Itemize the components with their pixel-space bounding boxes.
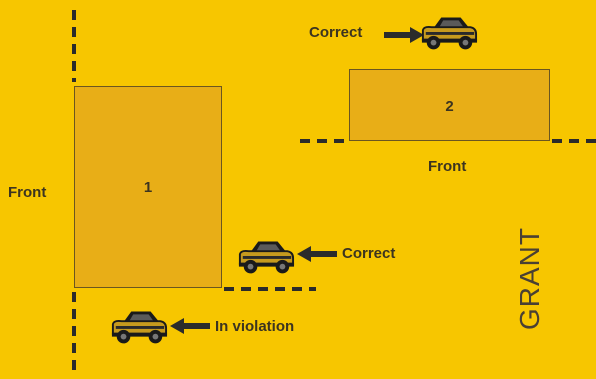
- correct-label-middle: Correct: [342, 245, 396, 262]
- lot-1-line-right: [224, 287, 316, 291]
- front-label-lot-1: Front: [8, 184, 47, 201]
- lot-2-line-right: [552, 139, 596, 143]
- in-violation-label: In violation: [215, 318, 295, 335]
- lot-1-line-top: [72, 10, 76, 82]
- arrow-left-icon: [297, 244, 337, 264]
- front-label-lot-2: Front: [428, 158, 467, 175]
- lot-2-line-left: [300, 139, 347, 143]
- lot-1-line-bottom: [72, 292, 76, 370]
- lot-1: 1: [74, 86, 222, 288]
- artist-credit: GRANT: [514, 227, 545, 330]
- car-icon: [237, 236, 295, 276]
- car-icon: [110, 306, 168, 346]
- car-icon: [420, 12, 478, 52]
- arrow-right-icon: [384, 25, 424, 45]
- lot-2-label: 2: [445, 98, 454, 115]
- correct-label-top: Correct: [309, 24, 363, 41]
- lot-2: 2: [349, 69, 550, 141]
- arrow-left-icon: [170, 316, 210, 336]
- lot-1-label: 1: [143, 179, 153, 196]
